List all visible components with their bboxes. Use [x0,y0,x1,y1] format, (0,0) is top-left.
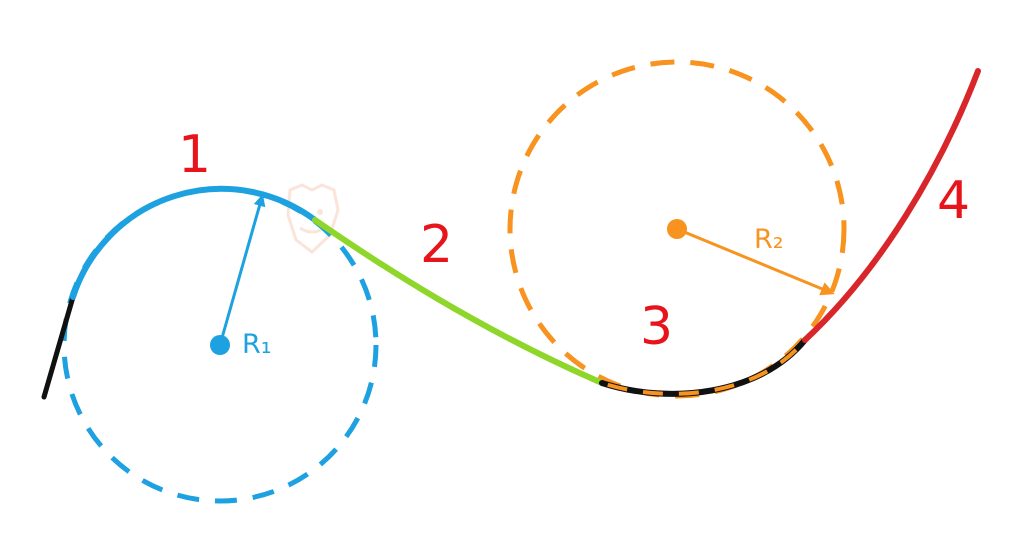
segment-3-arc-dash-overlay [601,338,807,396]
radius-r1-label: R₁ [242,329,272,360]
radius-r2-label: R₂ [754,224,784,255]
segment-2-label: 2 [420,215,453,275]
radius-r2-arrow [676,227,835,296]
segment-3-label: 3 [640,297,673,357]
segment-4-transition [802,68,981,343]
segment-2-transition [312,217,605,386]
segment-1-arc [70,185,318,300]
segment-1-label: 1 [178,125,211,185]
segment-3-arc [599,337,808,397]
lead-in-line [41,294,76,400]
radius-r1-arrow [218,194,266,346]
segment-4-label: 4 [937,171,970,231]
